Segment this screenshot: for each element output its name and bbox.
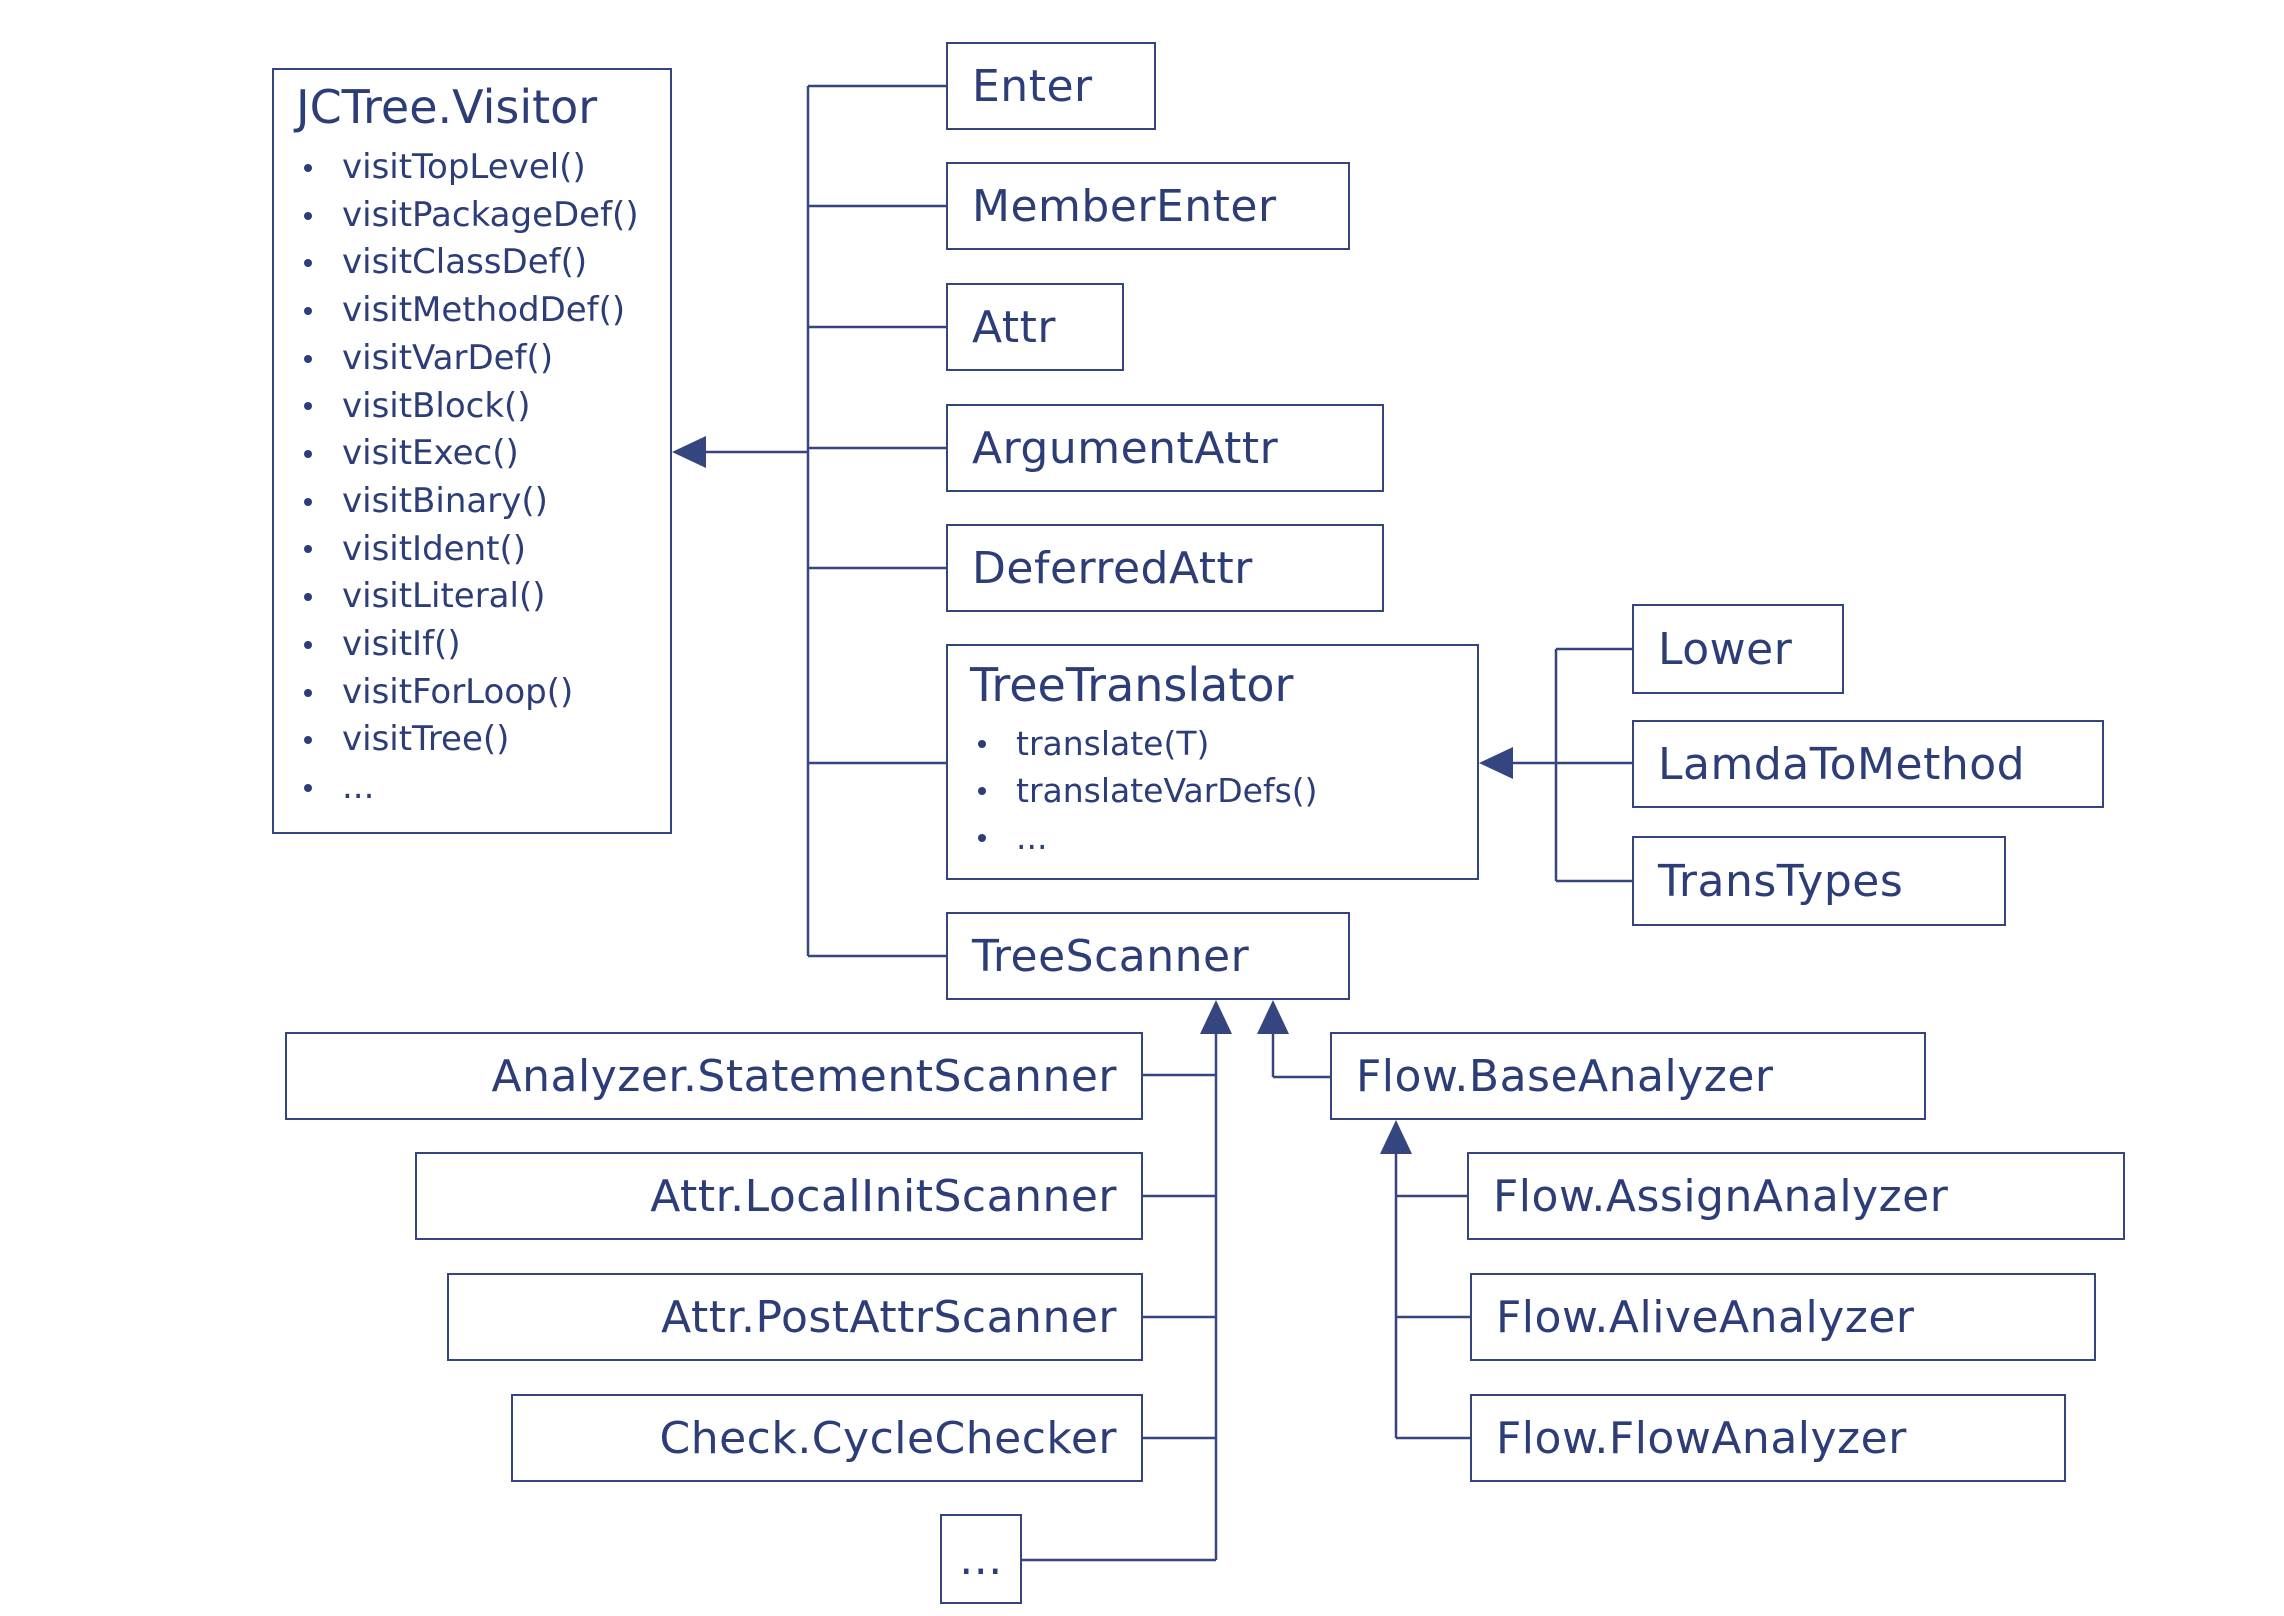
lamda-to-method-label: LamdaToMethod: [1658, 738, 2026, 790]
method-item: translateVarDefs(): [970, 767, 1318, 814]
scanner-inheritance-arrow-main: [1200, 1000, 1232, 1034]
member-enter-box: MemberEnter: [946, 162, 1350, 250]
alive-analyzer-box: Flow.AliveAnalyzer: [1470, 1273, 2096, 1361]
tree-translator-box: TreeTranslator translate(T) translateVar…: [946, 644, 1479, 880]
lower-box: Lower: [1632, 604, 1844, 694]
flow-analyzer-label: Flow.FlowAnalyzer: [1496, 1412, 1907, 1464]
statement-scanner-label: Analyzer.StatementScanner: [491, 1050, 1117, 1102]
method-item: ...: [296, 764, 639, 812]
enter-box: Enter: [946, 42, 1156, 130]
tree-scanner-box: TreeScanner: [946, 912, 1350, 1000]
statement-scanner-box: Analyzer.StatementScanner: [285, 1032, 1143, 1120]
visitor-title: JCTree.Visitor: [296, 80, 598, 134]
deferred-attr-label: DeferredAttr: [972, 542, 1253, 594]
method-item: visitClassDef(): [296, 239, 639, 287]
analyzer-bus: [1394, 1148, 1470, 1440]
method-item: visitTopLevel(): [296, 144, 639, 192]
lower-label: Lower: [1658, 623, 1793, 675]
visitor-inheritance-arrow: [672, 436, 706, 468]
deferred-attr-box: DeferredAttr: [946, 524, 1384, 612]
translator-inheritance-arrow: [1479, 747, 1513, 779]
argument-attr-box: ArgumentAttr: [946, 404, 1384, 492]
trans-types-label: TransTypes: [1658, 855, 1904, 907]
method-item: visitExec(): [296, 430, 639, 478]
post-attr-scanner-box: Attr.PostAttrScanner: [447, 1273, 1143, 1361]
argument-attr-label: ArgumentAttr: [972, 422, 1279, 474]
method-item: visitForLoop(): [296, 669, 639, 717]
visitor-box: JCTree.Visitor visitTopLevel() visitPack…: [272, 68, 672, 834]
cycle-checker-label: Check.CycleChecker: [659, 1412, 1117, 1464]
more-subclasses-label: ...: [959, 1533, 1003, 1585]
base-analyzer-label: Flow.BaseAnalyzer: [1356, 1050, 1774, 1102]
method-item: visitLiteral(): [296, 573, 639, 621]
method-item: visitVarDef(): [296, 335, 639, 383]
method-item: visitIdent(): [296, 526, 639, 574]
cycle-checker-box: Check.CycleChecker: [511, 1394, 1143, 1482]
visitor-bus: [700, 84, 946, 958]
alive-analyzer-label: Flow.AliveAnalyzer: [1496, 1291, 1915, 1343]
attr-label: Attr: [972, 301, 1056, 353]
tree-scanner-label: TreeScanner: [972, 930, 1250, 982]
scanner-inheritance-arrow-base: [1257, 1000, 1289, 1034]
local-init-scanner-label: Attr.LocalInitScanner: [650, 1170, 1117, 1222]
method-item: visitPackageDef(): [296, 192, 639, 240]
method-item: visitBinary(): [296, 478, 639, 526]
base-analyzer-box: Flow.BaseAnalyzer: [1330, 1032, 1926, 1120]
assign-analyzer-box: Flow.AssignAnalyzer: [1467, 1152, 2125, 1240]
post-attr-scanner-label: Attr.PostAttrScanner: [661, 1291, 1117, 1343]
lamda-to-method-box: LamdaToMethod: [1632, 720, 2104, 808]
tree-translator-method-list: translate(T) translateVarDefs() ...: [970, 720, 1318, 861]
method-item: visitIf(): [296, 621, 639, 669]
member-enter-label: MemberEnter: [972, 180, 1277, 232]
attr-box: Attr: [946, 283, 1124, 371]
more-subclasses-box: ...: [940, 1514, 1022, 1604]
visitor-method-list: visitTopLevel() visitPackageDef() visitC…: [296, 144, 639, 812]
trans-types-box: TransTypes: [1632, 836, 2006, 926]
method-item: visitTree(): [296, 716, 639, 764]
flow-analyzer-box: Flow.FlowAnalyzer: [1470, 1394, 2066, 1482]
translator-bus: [1508, 647, 1632, 883]
enter-label: Enter: [972, 60, 1093, 112]
method-item: translate(T): [970, 720, 1318, 767]
local-init-scanner-box: Attr.LocalInitScanner: [415, 1152, 1143, 1240]
method-item: visitMethodDef(): [296, 287, 639, 335]
method-item: visitBlock(): [296, 383, 639, 431]
scanner-bus: [1022, 1028, 1330, 1562]
assign-analyzer-label: Flow.AssignAnalyzer: [1493, 1170, 1949, 1222]
analyzer-inheritance-arrow: [1380, 1120, 1412, 1154]
method-item: ...: [970, 814, 1318, 861]
tree-translator-title: TreeTranslator: [970, 658, 1294, 712]
